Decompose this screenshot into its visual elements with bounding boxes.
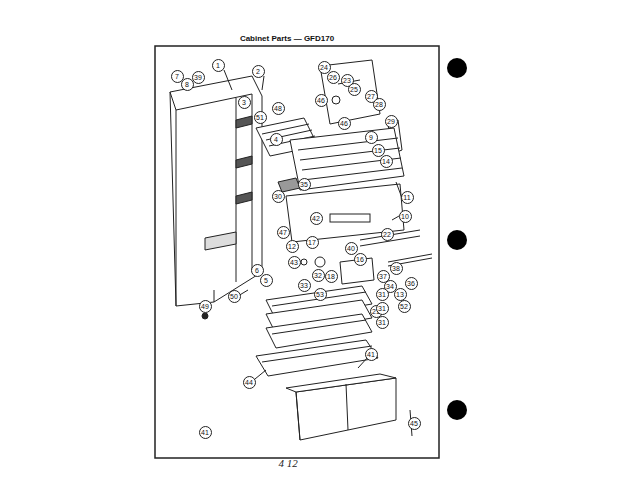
callout-number: 46 bbox=[315, 94, 328, 107]
callout-number: 42 bbox=[310, 212, 323, 225]
callout-number: 13 bbox=[394, 288, 407, 301]
callout-number: 41 bbox=[365, 348, 378, 361]
callout-number: 53 bbox=[314, 288, 327, 301]
callout-number: 31 bbox=[376, 288, 389, 301]
callout-number: 33 bbox=[298, 279, 311, 292]
callout-number: 47 bbox=[277, 226, 290, 239]
callout-number: 10 bbox=[399, 210, 412, 223]
callout-number: 45 bbox=[408, 417, 421, 430]
callout-number: 52 bbox=[398, 300, 411, 313]
callout-number: 5 bbox=[260, 274, 273, 287]
callout-number: 35 bbox=[298, 178, 311, 191]
callout-number: 40 bbox=[345, 242, 358, 255]
callout-number: 2 bbox=[252, 65, 265, 78]
callout-number: 36 bbox=[405, 277, 418, 290]
callout-number: 11 bbox=[401, 191, 414, 204]
callout-number: 1 bbox=[212, 59, 225, 72]
callout-number: 32 bbox=[312, 269, 325, 282]
callout-number: 28 bbox=[373, 98, 386, 111]
callout-number: 31 bbox=[376, 316, 389, 329]
callout-number: 31 bbox=[376, 302, 389, 315]
callout-number: 43 bbox=[288, 256, 301, 269]
callout-number: 48 bbox=[272, 102, 285, 115]
callout-number: 51 bbox=[254, 111, 267, 124]
callout-number: 16 bbox=[354, 253, 367, 266]
callout-number: 38 bbox=[390, 262, 403, 275]
callout-number: 4 bbox=[270, 133, 283, 146]
callout-number: 15 bbox=[372, 144, 385, 157]
callout-number: 41 bbox=[199, 426, 212, 439]
frame bbox=[155, 46, 439, 458]
callout-number: 18 bbox=[325, 270, 338, 283]
callout-number: 3 bbox=[238, 96, 251, 109]
callout-number: 9 bbox=[365, 131, 378, 144]
callout-number: 29 bbox=[385, 115, 398, 128]
callout-number: 39 bbox=[192, 71, 205, 84]
diagram-title: Cabinet Parts — GFD170 bbox=[240, 34, 334, 43]
callout-number: 46 bbox=[338, 117, 351, 130]
handwritten-note: 4 12 bbox=[278, 457, 297, 469]
callout-number: 14 bbox=[380, 155, 393, 168]
callout-number: 44 bbox=[243, 376, 256, 389]
callout-number: 26 bbox=[327, 71, 340, 84]
callout-number: 30 bbox=[272, 190, 285, 203]
callout-number: 50 bbox=[228, 290, 241, 303]
callout-number: 12 bbox=[286, 240, 299, 253]
callout-number: 49 bbox=[199, 300, 212, 313]
callout-number: 25 bbox=[348, 83, 361, 96]
callout-number: 17 bbox=[306, 236, 319, 249]
callout-number: 22 bbox=[381, 228, 394, 241]
